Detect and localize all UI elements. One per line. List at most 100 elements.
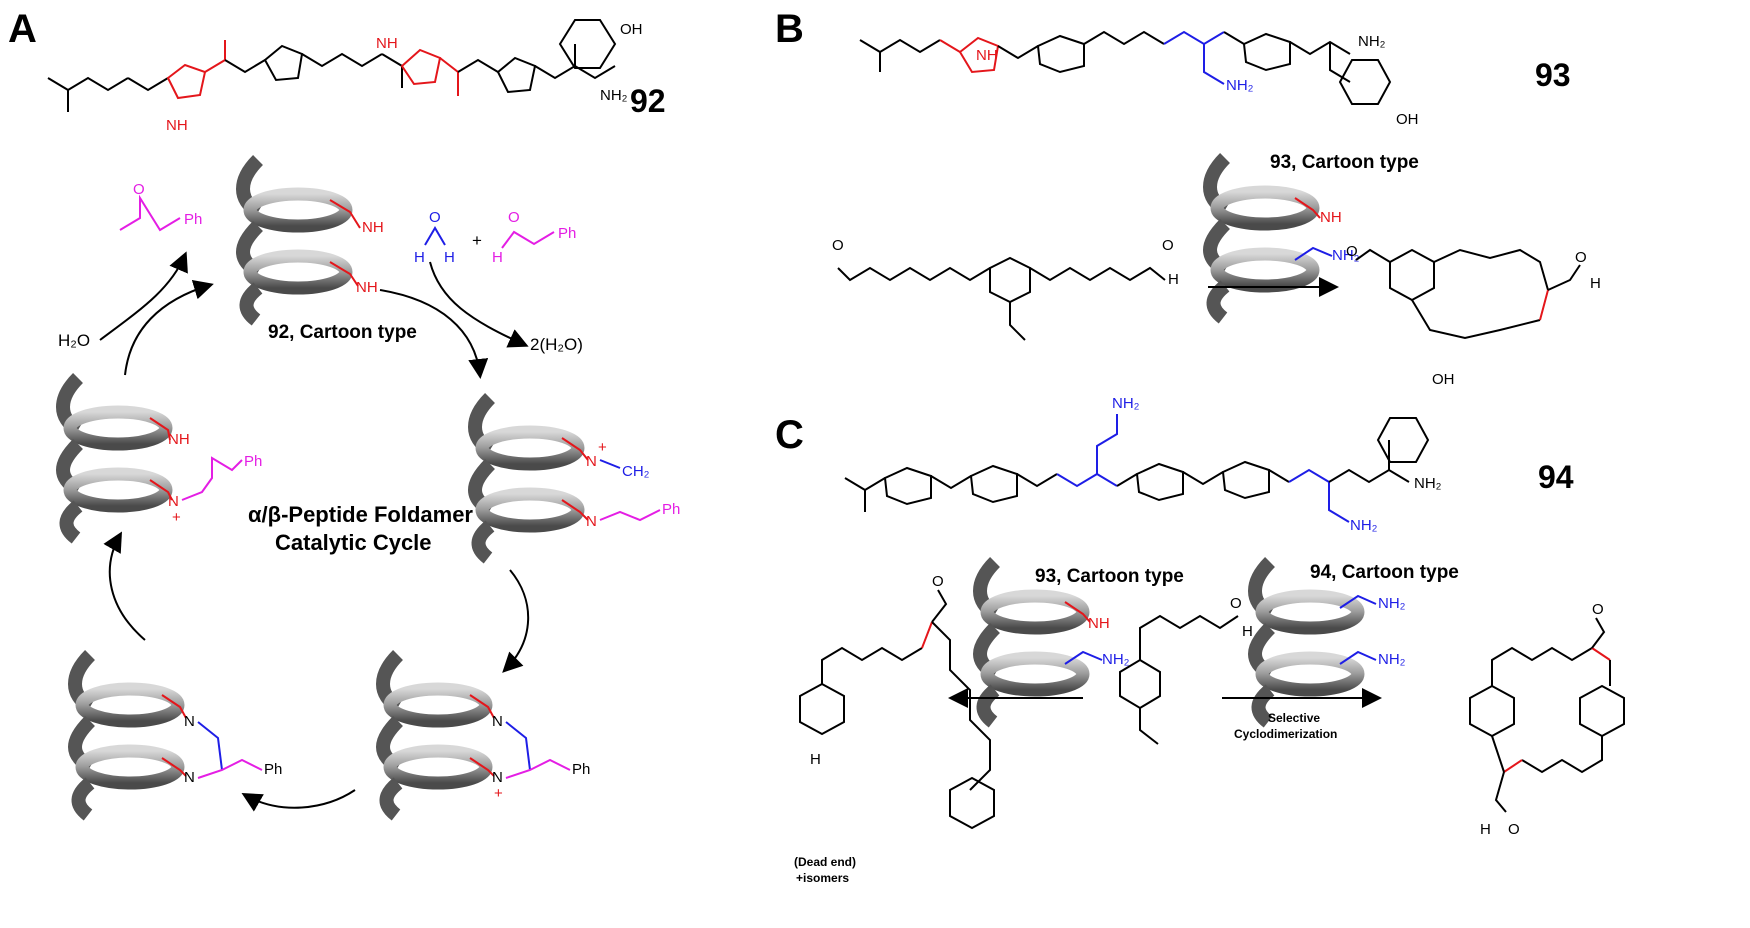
arrow-cycle-4 (241, 789, 356, 812)
compound-94-structure (844, 414, 1430, 523)
c-right-nh2-chain-1 (1339, 594, 1377, 609)
helix-cartoon-b (1210, 158, 1313, 318)
cat-chain-top-1 (329, 199, 361, 229)
br-substrate (505, 758, 571, 779)
atom-92-nh2: NH₂ (600, 87, 628, 104)
atom-cs-h: H (1242, 623, 1253, 640)
cartoon-label-93-b: 93, Cartoon type (1270, 152, 1419, 173)
c-dimer-alkene-top (1591, 647, 1611, 661)
atom-de-o: O (932, 573, 944, 590)
atom-b-o-right: O (1162, 237, 1174, 254)
c-arrow-label-1: Selective (1268, 711, 1320, 725)
b-cat-nh2-chain (1294, 246, 1333, 261)
atom-right-plus: + (598, 439, 607, 456)
atom-ald-o: O (508, 209, 520, 226)
helix-cartoon-left (63, 378, 166, 538)
atom-cl-nh2: NH₂ (1102, 651, 1130, 668)
helix-cartoon-top (243, 160, 346, 320)
atom-de-h: H (810, 751, 821, 768)
atom-bl-n-1: N (184, 713, 195, 730)
compound-93-structure (859, 30, 1392, 105)
panel-letter-b: B (775, 7, 804, 51)
panel-b: B NH NH₂ NH₂ OH 93 NH NH₂ 93, Cartoon ty… (775, 7, 1601, 341)
br-chain-2 (469, 757, 495, 777)
ph-br: Ph (572, 761, 590, 778)
atom-cl-nh: NH (1088, 615, 1110, 632)
b-product-ring (1389, 248, 1435, 302)
atom-br-n-2: N (492, 769, 503, 786)
atom-cs-o: O (1230, 595, 1242, 612)
formaldehyde (424, 226, 446, 246)
atom-94-nh2-bottom: NH₂ (1350, 517, 1378, 534)
atom-93-nh: NH (976, 47, 998, 64)
atom-93-oh: OH (1396, 111, 1419, 128)
c-deadend-label-2: +isomers (796, 871, 849, 885)
atom-left-nh: NH (168, 431, 190, 448)
c-deadend-label-1: (Dead end) (794, 855, 856, 869)
panel-letter-c: C (775, 413, 804, 457)
c-dimer-lower-chain (1521, 736, 1603, 774)
helix-cartoon-right (475, 398, 578, 558)
bl-chain-2 (161, 757, 187, 777)
atom-br-plus: + (494, 785, 503, 802)
atom-94-nh2: NH₂ (1414, 475, 1442, 492)
c-dimer-cho-top (1591, 617, 1606, 649)
atom-92-oh: OH (620, 21, 643, 38)
atom-cr-nh2-2: NH₂ (1378, 651, 1406, 668)
atom-right-n-2: N (586, 513, 597, 530)
ph-ald: Ph (558, 225, 576, 242)
cycle-title-line1: α/β-Peptide Foldamer (248, 502, 473, 527)
atom-b-o-left: O (832, 237, 844, 254)
cycle-title-line2: Catalytic Cycle (275, 530, 432, 555)
b-product-ome (1355, 248, 1391, 263)
cartoon-label-93-c: 93, Cartoon type (1035, 566, 1184, 587)
helix-cartoon-bottom-left (75, 655, 178, 815)
atom-b-nh2: NH₂ (1332, 247, 1360, 264)
b-product-cho (1547, 264, 1581, 291)
ph-right: Ph (662, 501, 680, 518)
bl-chain-1 (161, 694, 187, 719)
c-dimer-cho-bottom (1494, 771, 1507, 813)
aldehyde-ph (501, 230, 555, 249)
water-in: H₂O (58, 331, 90, 350)
atom-93-nh2: NH₂ (1358, 33, 1386, 50)
atom-ald-h: H (492, 249, 503, 266)
cartoon-label-94-c: 94, Cartoon type (1310, 562, 1459, 583)
c-dimer-lower-link (1491, 735, 1505, 773)
c-deadend-chain-a (821, 646, 923, 684)
right-substrate (599, 509, 661, 522)
left-chain-2 (149, 479, 173, 501)
atom-bp-o-methoxy: O (1346, 243, 1358, 260)
atom-b-nh: NH (1320, 209, 1342, 226)
product-enone (119, 194, 181, 232)
c-substrate-cho (1139, 708, 1159, 745)
water-out: 2(H₂O) (530, 335, 583, 354)
atom-94-nh2-top: NH₂ (1112, 395, 1140, 412)
b-aryl-ring (989, 256, 1031, 304)
atom-br-n-1: N (492, 713, 503, 730)
cartoon-label-92: 92, Cartoon type (268, 322, 417, 343)
c-right-nh2-chain-2 (1339, 650, 1377, 665)
atom-left-plus: + (172, 509, 181, 526)
b-chain-right (1029, 266, 1166, 282)
ph-bl: Ph (264, 761, 282, 778)
panel-a: A NH NH OH NH₂ 92 (8, 7, 680, 815)
ph-enone: Ph (184, 211, 202, 228)
atom-92-nh-1: NH (166, 117, 188, 134)
b-product-upper-chain (1433, 248, 1549, 291)
compound-92-structure (47, 19, 617, 112)
b-product-alkene (1539, 289, 1549, 321)
atom-top-nh-2: NH (356, 279, 378, 296)
bl-linker (197, 721, 223, 771)
b-cat-nh-chain (1294, 197, 1321, 219)
right-chain-2 (561, 499, 589, 521)
c-deadend-ring-top (799, 682, 845, 736)
c-dimer-upper-chain (1491, 646, 1593, 686)
c-substrate-chain (1139, 614, 1239, 660)
atom-bp-h: H (1590, 275, 1601, 292)
atom-dim-o-top: O (1592, 601, 1604, 618)
c-deadend-cho (931, 589, 948, 623)
c-dimer-ring-right (1579, 684, 1625, 738)
helix-cartoon-bottom-right (383, 655, 486, 815)
